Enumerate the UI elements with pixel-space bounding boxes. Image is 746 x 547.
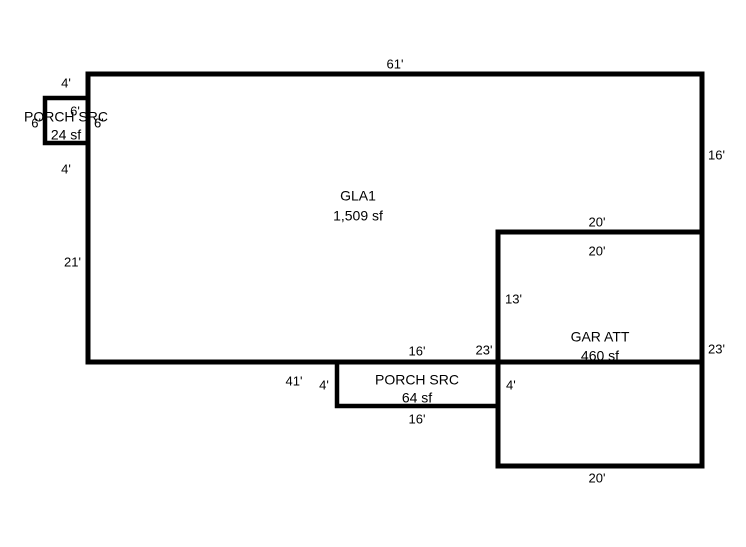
- gla1-label: GLA1: [340, 188, 376, 204]
- porch-top-body: [45, 98, 88, 143]
- dim-main-left-lower: 21': [64, 254, 81, 269]
- gla1-area: 1,509 sf: [333, 208, 383, 224]
- dim-porch-bottom-left: 4': [319, 377, 329, 392]
- porch-top-outline: [42, 95, 91, 146]
- area-fills: [45, 74, 702, 466]
- dim-porch-top-below: 4': [61, 161, 71, 176]
- dim-gla-bottom-right: 23': [476, 342, 493, 357]
- dim-main-top: 61': [387, 56, 404, 71]
- dim-garage-bottom: 20': [589, 470, 606, 485]
- garage-label: GAR ATT: [571, 329, 630, 345]
- dim-garage-top-below: 20': [589, 243, 606, 258]
- dim-garage-top-above: 20': [589, 214, 606, 229]
- dimension-labels: 61' 16' 21' 41' 4' 4' 6' 6' 6' 20' 20' 1…: [31, 56, 725, 485]
- dim-porch-top-center: 6': [70, 103, 80, 118]
- room-labels: GLA1 1,509 sf PORCH SRC 24 sf GAR ATT 46…: [24, 109, 630, 406]
- garage-area: 460 sf: [581, 348, 619, 364]
- dim-porch-bottom-right: 4': [506, 377, 516, 392]
- porch-top-area: 24 sf: [51, 127, 81, 143]
- dim-porch-bottom-above: 16': [409, 343, 426, 358]
- garage-body: [498, 232, 702, 466]
- porch-top-label: PORCH SRC: [24, 109, 108, 125]
- porch-bottom-label: PORCH SRC: [375, 372, 459, 388]
- porch-bottom-area: 64 sf: [402, 390, 432, 406]
- dim-porch-bottom-below: 16': [409, 411, 426, 426]
- porch-bottom-body: [337, 362, 498, 406]
- porch-bottom-outline: [334, 359, 501, 409]
- dim-garage-right: 23': [708, 341, 725, 356]
- dim-garage-left: 13': [505, 291, 522, 306]
- dim-porch-top-above: 4': [61, 75, 71, 90]
- dim-porch-top-left: 6': [31, 115, 41, 130]
- dim-main-bottom-left: 41': [286, 373, 303, 388]
- dim-main-right-upper: 16': [708, 147, 725, 162]
- dim-porch-top-right: 6': [94, 115, 104, 130]
